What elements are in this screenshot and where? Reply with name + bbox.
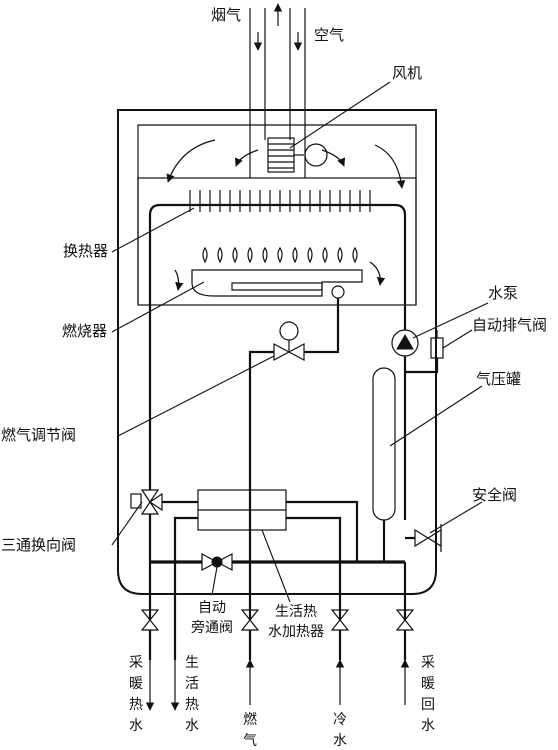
outlet-arrows xyxy=(145,655,410,711)
outlet-heating-return-char-3: 回 xyxy=(421,697,435,713)
label-dhw-exchanger-2: 水加热器 xyxy=(268,624,324,640)
fan-icon xyxy=(267,137,328,173)
outlet-heating-return-char-2: 暖 xyxy=(421,676,435,692)
outlet-dhw-char-1: 生 xyxy=(185,655,199,671)
burner xyxy=(174,261,386,299)
flue-duct xyxy=(118,8,436,178)
outlet-cold-water-char-2: 水 xyxy=(333,733,347,749)
label-bypass-valve-2: 旁通阀 xyxy=(191,619,233,636)
outlet-cold-water-char-1: 冷 xyxy=(333,712,347,728)
outlet-dhw-char-4: 水 xyxy=(185,718,199,734)
label-air: 空气 xyxy=(314,26,344,44)
outlet-dhw-char-3: 热 xyxy=(185,697,199,713)
boiler-casing xyxy=(117,109,437,595)
label-gas-valve: 燃气调节阀 xyxy=(1,426,76,444)
label-bypass-valve-1: 自动 xyxy=(198,600,226,616)
outlet-dhw-char-2: 活 xyxy=(185,676,199,692)
outlet-gas-char-2: 气 xyxy=(243,733,257,749)
outlet-heating-supply-char-3: 热 xyxy=(129,697,143,713)
gas-pipe xyxy=(248,350,274,620)
label-expansion-tank: 气压罐 xyxy=(476,370,521,388)
label-heat-exchanger: 换热器 xyxy=(63,242,108,260)
outlet-labels: 采 暖 热 水 生 活 热 水 燃 气 冷 水 采 暖 回 水 xyxy=(129,655,435,749)
outlet-gas-char-1: 燃 xyxy=(243,711,257,728)
combustion-chamber xyxy=(137,177,417,306)
label-flue-gas: 烟气 xyxy=(211,6,241,24)
gas-valve-icon xyxy=(273,321,305,361)
label-auto-vent: 自动排气阀 xyxy=(472,316,547,334)
label-safety-valve: 安全阀 xyxy=(472,486,517,504)
label-three-way-valve: 三通换向阀 xyxy=(1,536,76,554)
label-dhw-exchanger-1: 生活热 xyxy=(275,604,317,620)
flow-arrows xyxy=(166,3,406,189)
leader-lines xyxy=(111,81,489,603)
dhw-exchanger xyxy=(197,489,287,531)
label-burner: 燃烧器 xyxy=(62,322,107,340)
outlet-heating-return-char-1: 采 xyxy=(421,655,435,671)
gas-pipe-to-burner xyxy=(304,298,340,354)
burner-flames xyxy=(202,246,358,264)
labels: 烟气 空气 风机 换热器 燃烧器 燃气调节阀 三通换向阀 水泵 自动排气阀 气压… xyxy=(1,6,547,640)
outlet-heating-supply-char-4: 水 xyxy=(129,718,143,734)
outlet-heating-supply-char-2: 暖 xyxy=(129,676,143,692)
label-pump: 水泵 xyxy=(488,284,518,302)
label-fan: 风机 xyxy=(392,64,422,82)
outlet-heating-return-char-4: 水 xyxy=(421,718,435,734)
heating-loop-pipe xyxy=(148,203,407,490)
outlet-heating-supply-char-1: 采 xyxy=(129,655,143,671)
